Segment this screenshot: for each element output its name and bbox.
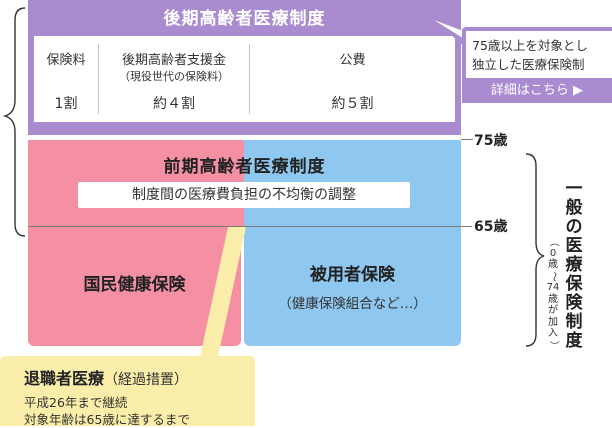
age-65-line (28, 226, 472, 227)
column-title: 後期高齢者支援金 (121, 53, 226, 68)
funding-column-public: 公費 約５割 (250, 36, 455, 122)
koki-title: 後期高齢者医療制度 (163, 9, 326, 29)
koki-funding-table: 保険料 1割 後期高齢者支援金 （現役世代の保険料） 約４割 公費 約５割 (34, 36, 455, 122)
taishoku-title-sub: （経過措置） (104, 372, 189, 388)
hiyosha-panel (244, 227, 461, 346)
divider (98, 44, 99, 114)
ippan-sub-char: ） (547, 340, 559, 351)
taishoku-connector (200, 227, 246, 357)
taishoku-box (0, 356, 255, 426)
details-button[interactable]: 詳細はこちら ▶ (462, 79, 612, 103)
hiyosha-sublabel: （健康保険組合など…） (278, 296, 427, 312)
funding-column-premium: 保険料 1割 (34, 36, 98, 122)
ippan-char: 保 (565, 274, 583, 294)
ippan-char: 般 (565, 198, 583, 218)
ippan-char: の (565, 217, 583, 237)
ippan-sub-char: 74 (546, 282, 560, 293)
taishoku-title: 退職者医療（経過措置） (24, 365, 188, 389)
ippan-char: 一 (565, 179, 583, 199)
ippan-char: 医 (565, 236, 583, 256)
age-65-label: 65歳 (474, 219, 508, 235)
taishoku-line-1: 平成26年まで継続 (24, 395, 128, 410)
column-title: 公費 (339, 53, 366, 68)
ippan-char: 制 (565, 312, 583, 332)
column-value: 約４割 (153, 96, 195, 112)
column-subtitle: （現役世代の保険料） (119, 70, 229, 83)
ippan-char: 険 (565, 293, 583, 313)
ippan-char: 療 (565, 255, 583, 275)
ippan-sub-char: （ (547, 236, 559, 247)
funding-column-support: 後期高齢者支援金 （現役世代の保険料） 約４割 (99, 36, 249, 122)
callout-line-2: 独立した医療保険制 (472, 57, 585, 72)
right-bracket (525, 153, 545, 347)
taishoku-line-2: 対象年齢は65歳に達するまで (24, 412, 190, 427)
age-75-gap (28, 138, 472, 140)
zenki-note: 制度間の医療費負担の不均衡の調整 (78, 182, 410, 208)
age-75-label: 75歳 (474, 133, 508, 149)
ippan-char: 度 (565, 331, 583, 351)
ippan-sub-char: 歳 (548, 293, 558, 305)
hiyosha-label: 被用者保険 (310, 265, 395, 285)
left-bracket (2, 7, 26, 237)
callout-text-area (466, 31, 612, 78)
divider (249, 44, 250, 114)
ippan-sub-char: 歳 (548, 259, 558, 270)
kokumin-panel (28, 227, 241, 346)
taishoku-title-main: 退職者医療 (24, 369, 105, 388)
callout-line-1: 75歳以上を対象とし (472, 38, 588, 53)
column-title: 保険料 (46, 53, 86, 68)
kokumin-label: 国民健康保険 (83, 275, 186, 295)
ippan-sub-char: 〜 (547, 271, 559, 282)
callout-pointer (428, 16, 466, 44)
ippan-sub-char: 加 (548, 316, 558, 328)
ippan-label: 一般の医療保険制度 (563, 180, 585, 351)
ippan-sub-char: が (548, 305, 558, 316)
zenki-title: 前期高齢者医療制度 (163, 157, 326, 177)
ippan-sub-char: 0 (549, 247, 557, 259)
ippan-sub-char: 入 (548, 328, 558, 339)
column-value: 約５割 (331, 96, 374, 112)
column-value: 1割 (54, 96, 78, 112)
age-75-line (461, 139, 473, 140)
